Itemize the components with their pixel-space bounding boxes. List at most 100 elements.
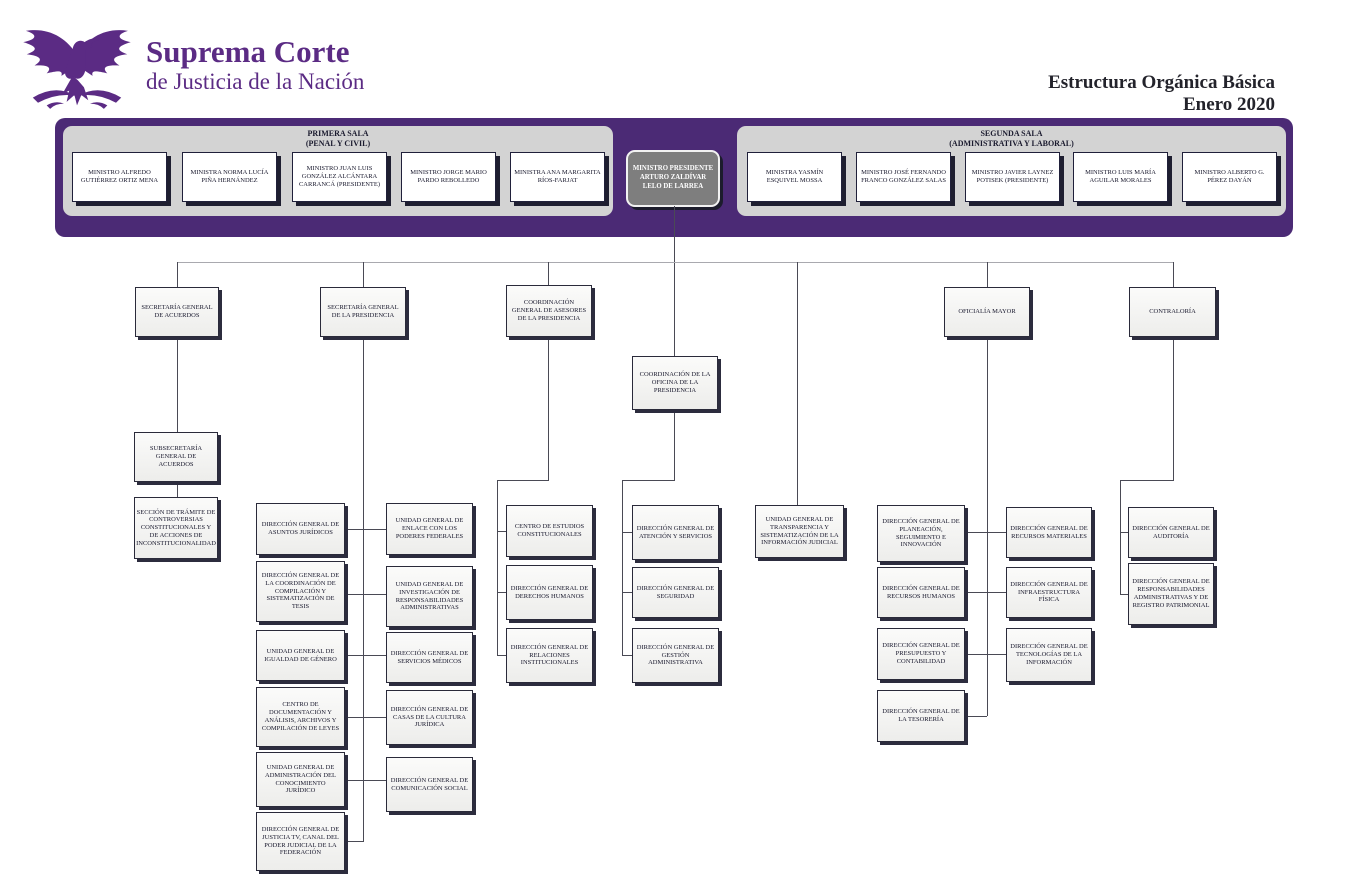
logo-title: Suprema Corte: [146, 34, 350, 69]
connector-line: [497, 480, 549, 481]
document-title-line1: Estructura Orgánica Básica: [1048, 72, 1275, 93]
logo-subtitle: de Justicia de la Nación: [146, 69, 365, 94]
connector-line: [497, 655, 506, 656]
org-box-dg-derechos-humanos: DIRECCIÓN GENERAL DE DERECHOS HUMANOS: [506, 565, 593, 620]
connector-line: [965, 716, 987, 717]
org-box-coordinacion-asesores: COORDINACIÓN GENERAL DE ASESORES DE LA P…: [506, 285, 592, 337]
org-box-dg-relaciones-institucionales: DIRECCIÓN GENERAL DE RELACIONES INSTITUC…: [506, 628, 593, 683]
connector-line: [345, 655, 386, 656]
minister-box: MINISTRA YASMÍN ESQUIVEL MOSSA: [747, 152, 842, 202]
connector-line: [497, 592, 506, 593]
org-box-dg-servicios-medicos: DIRECCIÓN GENERAL DE SERVICIOS MÉDICOS: [386, 632, 473, 683]
connector-line: [177, 482, 178, 497]
connector-line: [622, 592, 632, 593]
connector-line: [345, 717, 386, 718]
minister-box: MINISTRO JAVIER LAYNEZ POTISEK (PRESIDEN…: [965, 152, 1060, 202]
connector-line: [1120, 480, 1174, 481]
org-box-dg-gestion-administrativa: DIRECCIÓN GENERAL DE GESTIÓN ADMINISTRAT…: [632, 628, 719, 683]
org-box-secretaria-general-presidencia: SECRETARÍA GENERAL DE LA PRESIDENCIA: [320, 287, 406, 337]
connector-line: [622, 532, 632, 533]
minister-box: MINISTRO JORGE MARIO PARDO REBOLLEDO: [401, 152, 496, 202]
connector-line: [622, 480, 623, 655]
org-box-seccion-tramite: SECCIÓN DE TRÁMITE DE CONTROVERSIAS CONS…: [134, 497, 218, 559]
president-box: MINISTRO PRESIDENTE ARTURO ZALDÍVAR LELO…: [626, 150, 720, 207]
connector-line: [987, 262, 988, 287]
org-box-dg-comunicacion-social: DIRECCIÓN GENERAL DE COMUNICACIÓN SOCIAL: [386, 757, 473, 812]
connector-line: [1173, 337, 1174, 480]
primera-sala-subtitle-text: (PENAL Y CIVIL): [305, 138, 371, 148]
minister-box: MINISTRO ALFREDO GUTIÉRREZ ORTIZ MENA: [72, 152, 167, 202]
org-box-dg-compilacion-tesis: DIRECCIÓN GENERAL DE LA COORDINACIÓN DE …: [256, 561, 345, 622]
org-box-dg-planeacion: DIRECCIÓN GENERAL DE PLANEACIÓN, SEGUIMI…: [877, 505, 965, 562]
minister-box: MINISTRO JUAN LUIS GONZÁLEZ ALCÁNTARA CA…: [292, 152, 387, 202]
connector-line: [1120, 594, 1128, 595]
connector-line: [345, 594, 386, 595]
logo-wordmark: Suprema Corte de Justicia de la Nación: [146, 36, 364, 94]
org-box-oficialia-mayor: OFICIALÍA MAYOR: [944, 287, 1030, 337]
connector-line: [497, 480, 498, 655]
org-box-dg-asuntos-juridicos: DIRECCIÓN GENERAL DE ASUNTOS JURÍDICOS: [256, 503, 345, 555]
segunda-sala-subtitle-text: (ADMINISTRATIVA Y LABORAL): [949, 138, 1074, 148]
org-box-dg-responsabilidades: DIRECCIÓN GENERAL DE RESPONSABILIDADES A…: [1128, 563, 1214, 625]
connector-line: [497, 531, 506, 532]
segunda-sala-title-text: SEGUNDA SALA: [980, 129, 1043, 138]
connector-line: [345, 529, 386, 530]
org-box-dg-atencion-servicios: DIRECCIÓN GENERAL DE ATENCIÓN Y SERVICIO…: [632, 505, 719, 560]
org-box-dg-auditoria: DIRECCIÓN GENERAL DE AUDITORÍA: [1128, 507, 1214, 558]
connector-line: [177, 262, 178, 287]
org-box-unidad-transparencia: UNIDAD GENERAL DE TRANSPARENCIA Y SISTEM…: [755, 505, 844, 558]
connector-line: [1120, 480, 1121, 594]
org-box-contraloria: CONTRALORÍA: [1129, 287, 1216, 337]
org-box-dg-presupuesto: DIRECCIÓN GENERAL DE PRESUPUESTO Y CONTA…: [877, 628, 965, 680]
connector-line: [177, 262, 1173, 263]
minister-box: MINISTRO JOSÉ FERNANDO FRANCO GONZÁLEZ S…: [856, 152, 951, 202]
org-box-dg-tecnologias: DIRECCIÓN GENERAL DE TECNOLOGÍAS DE LA I…: [1006, 628, 1092, 682]
org-box-dg-casas-cultura-juridica: DIRECCIÓN GENERAL DE CASAS DE LA CULTURA…: [386, 690, 473, 745]
org-box-unidad-enlace-poderes: UNIDAD GENERAL DE ENLACE CON LOS PODERES…: [386, 503, 473, 555]
org-box-subsecretaria-acuerdos: SUBSECRETARÍA GENERAL DE ACUERDOS: [134, 432, 218, 482]
org-box-dg-justicia-tv: DIRECCIÓN GENERAL DE JUSTICIA TV, CANAL …: [256, 812, 345, 871]
minister-box: MINISTRO LUIS MARÍA AGUILAR MORALES: [1073, 152, 1168, 202]
org-box-dg-recursos-humanos: DIRECCIÓN GENERAL DE RECURSOS HUMANOS: [877, 567, 965, 618]
org-box-unidad-investigacion-responsabilidades: UNIDAD GENERAL DE INVESTIGACIÓN DE RESPO…: [386, 566, 473, 627]
org-box-unidad-igualdad-genero: UNIDAD GENERAL DE IGUALDAD DE GÉNERO: [256, 630, 345, 681]
document-title-line2: Enero 2020: [1182, 93, 1275, 115]
org-box-centro-documentacion: CENTRO DE DOCUMENTACIÓN Y ANÁLISIS, ARCH…: [256, 687, 345, 747]
connector-line: [1120, 532, 1128, 533]
connector-line: [1173, 262, 1174, 287]
connector-line: [177, 337, 178, 432]
connector-line: [548, 337, 549, 480]
connector-line: [674, 206, 675, 356]
minister-box: MINISTRA NORMA LUCÍA PIÑA HERNÁNDEZ: [182, 152, 277, 202]
connector-line: [622, 480, 675, 481]
org-box-secretaria-general-acuerdos: SECRETARÍA GENERAL DE ACUERDOS: [135, 287, 219, 337]
connector-line: [965, 592, 1006, 593]
minister-box: MINISTRA ANA MARGARITA RÍOS-FARJAT: [510, 152, 605, 202]
connector-line: [363, 337, 364, 842]
connector-line: [987, 337, 988, 716]
minister-box: MINISTRO ALBERTO G. PÉREZ DAYÁN: [1182, 152, 1277, 202]
org-box-unidad-conocimiento-juridico: UNIDAD GENERAL DE ADMINISTRACIÓN DEL CON…: [256, 752, 345, 807]
segunda-sala-title: SEGUNDA SALA (ADMINISTRATIVA Y LABORAL): [737, 129, 1286, 148]
org-box-dg-seguridad: DIRECCIÓN GENERAL DE SEGURIDAD: [632, 567, 719, 618]
org-box-dg-recursos-materiales: DIRECCIÓN GENERAL DE RECURSOS MATERIALES: [1006, 507, 1092, 558]
connector-line: [965, 654, 1006, 655]
connector-line: [345, 780, 386, 781]
document-title: Estructura Orgánica Básica Enero 2020: [1048, 72, 1275, 116]
primera-sala-title: PRIMERA SALA (PENAL Y CIVIL): [63, 129, 613, 148]
primera-sala-panel: PRIMERA SALA (PENAL Y CIVIL) MINISTRO AL…: [63, 126, 613, 216]
eagle-logo-icon: [23, 30, 131, 109]
connector-line: [548, 262, 549, 285]
connector-line: [345, 841, 363, 842]
segunda-sala-panel: SEGUNDA SALA (ADMINISTRATIVA Y LABORAL) …: [737, 126, 1286, 216]
org-box-dg-tesoreria: DIRECCIÓN GENERAL DE LA TESORERÍA: [877, 690, 965, 742]
org-box-centro-estudios-constitucionales: CENTRO DE ESTUDIOS CONSTITUCIONALES: [506, 505, 593, 557]
connector-line: [622, 655, 632, 656]
connector-line: [674, 410, 675, 480]
org-box-coordinacion-oficina: COORDINACIÓN DE LA OFICINA DE LA PRESIDE…: [632, 356, 718, 410]
connector-line: [797, 262, 798, 505]
org-box-dg-infraestructura: DIRECCIÓN GENERAL DE INFRAESTRUCTURA FÍS…: [1006, 567, 1092, 618]
connector-line: [363, 262, 364, 287]
salas-banner: PRIMERA SALA (PENAL Y CIVIL) MINISTRO AL…: [55, 118, 1293, 237]
